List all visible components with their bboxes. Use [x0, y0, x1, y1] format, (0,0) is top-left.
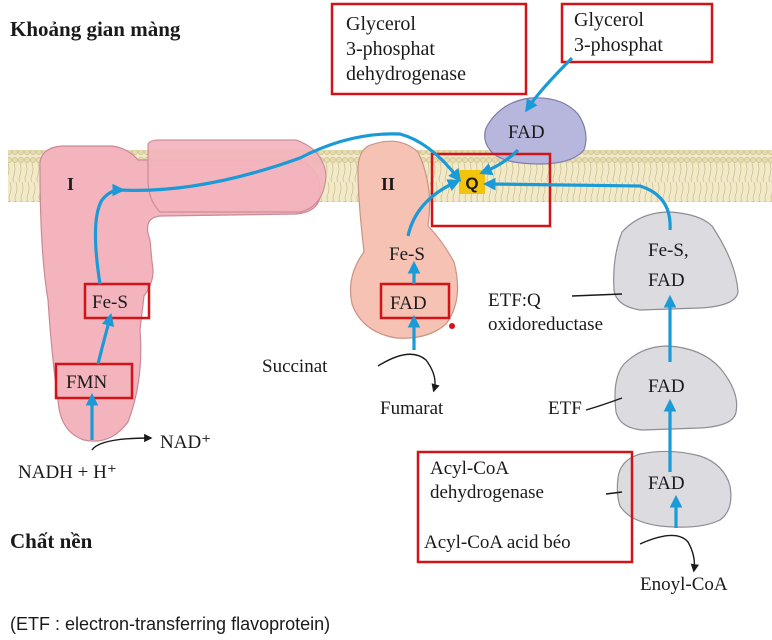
succinate-to-fumarate-arrow: [377, 353, 440, 393]
acyl-coa-dh-line1: Acyl-CoA: [430, 458, 509, 479]
glycerol-substrate-line2: 3-phosphat: [574, 34, 663, 56]
etf-q-oxidoreductase-protein: [613, 211, 739, 311]
electron-flow-arrows: [85, 56, 683, 528]
glycerol-enzyme-line3: dehydrogenase: [346, 63, 466, 85]
acyl-coa-dh-fad-label: FAD: [648, 473, 685, 494]
complex-ii-fad-label: FAD: [390, 293, 427, 314]
glycerol-enzyme-line2: 3-phosphat: [346, 38, 435, 60]
complex-ii: II: [349, 140, 459, 339]
etf-q-cofactor-line1: Fe-S,: [648, 240, 689, 261]
glycerol-fad-to-q-arrow: [479, 148, 520, 176]
cursor-dot: [449, 323, 455, 329]
reaction-arrows: [91, 353, 699, 573]
fmn-label: FMN: [66, 372, 107, 393]
complex-i: I: [39, 139, 327, 442]
etf-leader-line: [585, 397, 623, 411]
nadh-to-nad-arrow: [91, 433, 153, 451]
acyl-coa-dh-line2: dehydrogenase: [430, 482, 544, 503]
glycerol-substrate-highlight-box: [560, 2, 714, 64]
complex-ii-fe-s-to-q-arrow: [406, 179, 461, 237]
etf-q-name-line1: ETF:Q: [488, 290, 541, 311]
etf-footnote: (ETF : electron-transferring flavoprotei…: [10, 614, 330, 634]
etf-q-name-line2: oxidoreductase: [488, 314, 603, 335]
fe-s-to-i-arrow: [93, 183, 126, 285]
complex-i-fe-s-label: Fe-S: [92, 292, 128, 313]
acyl-coa-highlight-box: [416, 450, 634, 564]
etf-name-label: ETF: [548, 398, 582, 419]
etf-q-leader-line: [571, 293, 623, 297]
fmn-to-fe-s-arrow: [96, 313, 115, 365]
complex-ii-fe-s-label: Fe-S: [389, 244, 425, 265]
acyl-coa-dh-leader-line: [605, 491, 623, 495]
complex-i-to-q-arrow: [119, 132, 462, 192]
etf-q-to-q-arrow: [482, 177, 672, 231]
q-pool-highlight-box: [430, 152, 552, 228]
complex-ii-label: II: [381, 174, 395, 194]
etf-q-cofactor-line2: FAD: [648, 270, 685, 291]
succinate-label: Succinat: [262, 356, 328, 377]
complex-i-label: I: [67, 174, 74, 194]
etf-protein: [614, 345, 738, 431]
glycerol-substrate-to-fad-arrow: [525, 56, 574, 113]
ubiquinone-label: Q: [465, 174, 478, 193]
glycerol-enzyme-highlight-box: [330, 2, 528, 96]
glycerol-enzyme-fad-label: FAD: [508, 122, 545, 143]
etf-fad-label: FAD: [648, 376, 685, 397]
acyl-coa-fatty-acid-label: Acyl-CoA acid béo: [424, 532, 571, 553]
glycerol-enzyme-line1: Glycerol: [346, 13, 416, 35]
fe-s-highlight-box: [83, 282, 151, 320]
nadh-label: NADH + H⁺: [18, 462, 117, 483]
acyl-coa-to-enoyl-coa-arrow: [639, 534, 699, 573]
nad-label: NAD⁺: [160, 432, 211, 453]
acyl-coa-dehydrogenase-protein: [616, 450, 732, 528]
glycerol-substrate-line1: Glycerol: [574, 9, 644, 31]
fumarate-label: Fumarat: [380, 398, 444, 419]
glycerol-3-phosphate-dehydrogenase-protein: [484, 97, 587, 165]
enoyl-coa-label: Enoyl-CoA: [640, 574, 728, 595]
intermembrane-space-label: Khoảng gian màng: [10, 17, 181, 41]
matrix-label: Chất nền: [10, 529, 93, 553]
